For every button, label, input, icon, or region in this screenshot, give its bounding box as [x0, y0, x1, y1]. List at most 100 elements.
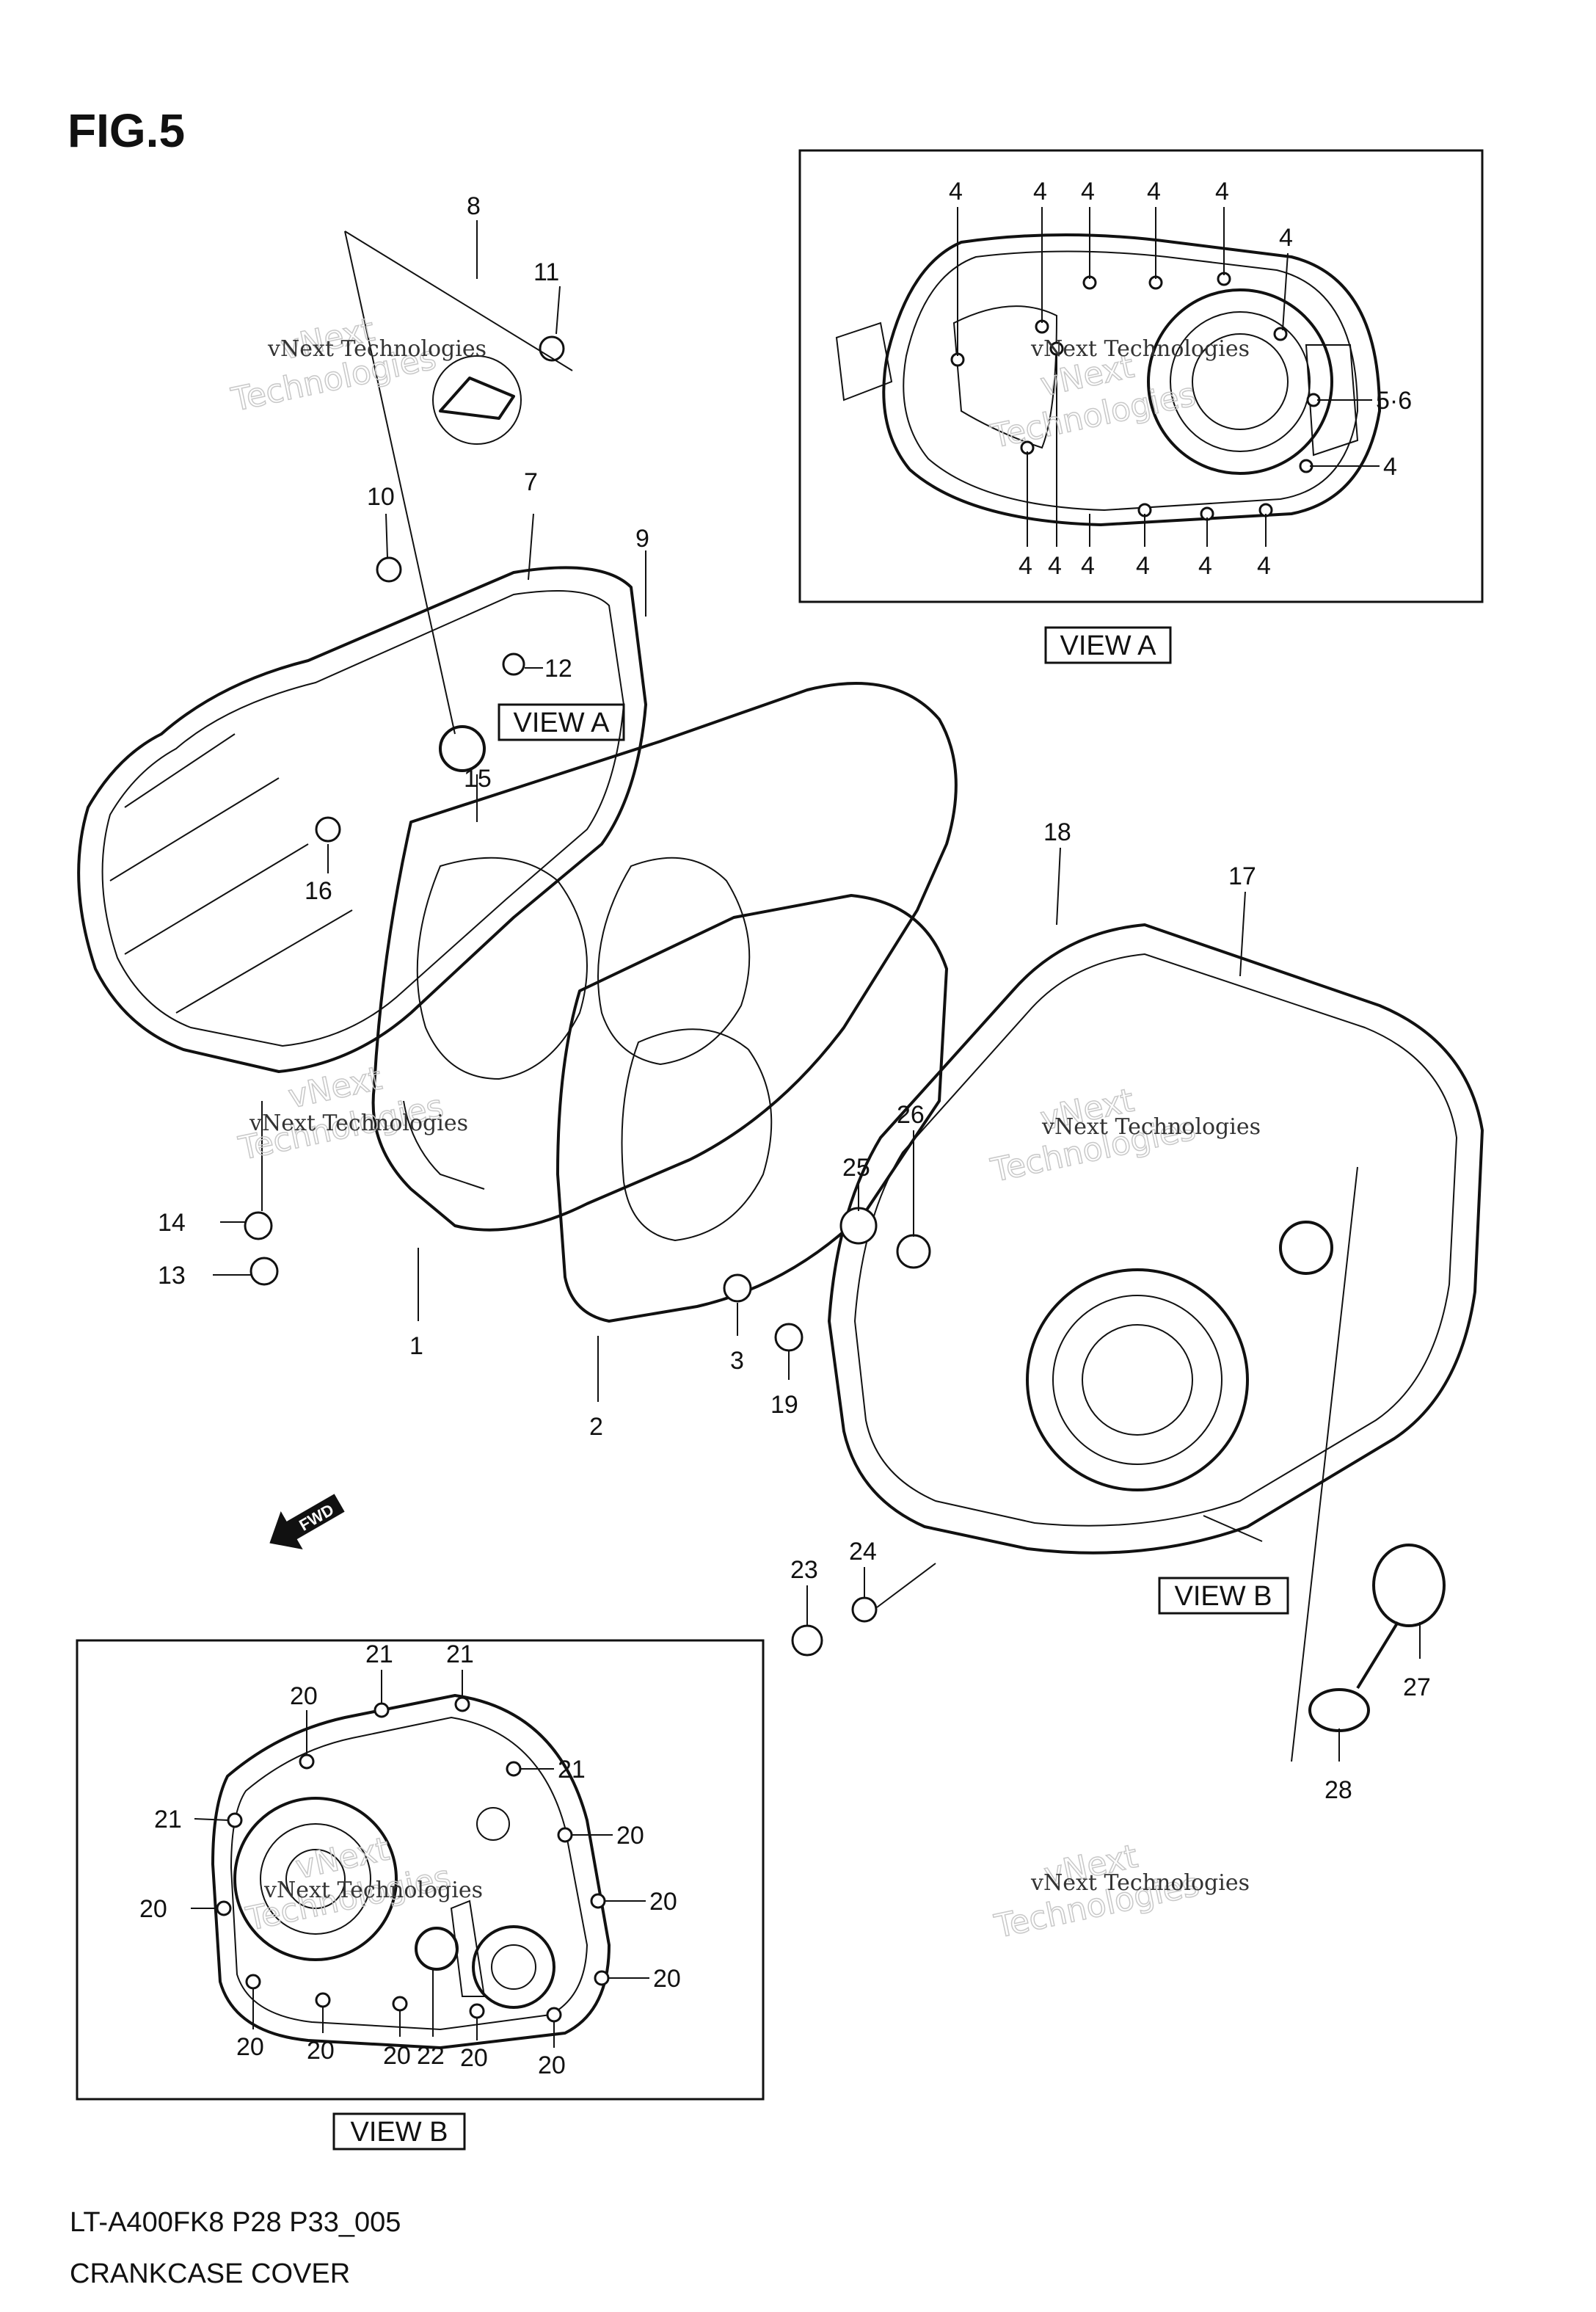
callout-20: 20: [307, 2037, 335, 2065]
callout-22: 22: [417, 2042, 445, 2070]
callout-20: 20: [290, 1682, 318, 1710]
callout-25: 25: [842, 1154, 870, 1182]
callout-7: 7: [524, 468, 538, 496]
watermark-text: vNext Technologies: [267, 336, 487, 362]
callout-21: 21: [154, 1806, 182, 1833]
gasket-2: [556, 894, 948, 1323]
bolt-11: [539, 335, 565, 362]
crankcase-1: [371, 682, 958, 1232]
washer-24: [851, 1596, 878, 1623]
watermark-text: vNext Technologies: [1030, 1870, 1250, 1896]
view-b-label-box: [332, 2112, 466, 2151]
plug-25: [839, 1207, 878, 1245]
callout-5-6: 5·6: [1376, 387, 1412, 415]
callout-20: 20: [139, 1895, 167, 1923]
callout-21: 21: [365, 1640, 393, 1668]
callout-1: 1: [409, 1332, 423, 1360]
plug-16: [315, 816, 341, 843]
callout-4: 4: [1198, 552, 1212, 580]
callout-20: 20: [460, 2044, 488, 2072]
callout-4: 4: [1019, 552, 1032, 580]
callout-14: 14: [158, 1209, 186, 1237]
callout-18: 18: [1043, 818, 1071, 846]
view-b-callouts: 20 21 21 21 21 20 20 20 20 20 20 20 22 2…: [139, 1640, 681, 2079]
oil-filler-cap-27: [1372, 1544, 1446, 1627]
view-a-cover-drawing: [835, 233, 1381, 526]
callout-4: 4: [1215, 178, 1229, 206]
view-b-leader-lines: [191, 1670, 649, 2048]
callout-21: 21: [558, 1756, 586, 1784]
callout-24: 24: [849, 1538, 877, 1566]
callout-15: 15: [464, 765, 492, 793]
callout-19: 19: [770, 1391, 798, 1419]
callout-20: 20: [236, 2033, 264, 2061]
bolt-10: [376, 556, 402, 583]
callout-26: 26: [897, 1101, 925, 1129]
view-b-bolt-markers: [216, 1696, 610, 2023]
bolt-23: [791, 1624, 823, 1657]
callout-11: 11: [533, 258, 559, 286]
callout-9: 9: [635, 525, 649, 553]
callout-12: 12: [544, 655, 572, 683]
callout-4: 4: [1048, 552, 1062, 580]
callout-21: 21: [446, 1640, 474, 1668]
view-a-callouts: 4 4 4 4 4 4 5·6 4 4 4 4 4 4 4: [949, 178, 1412, 580]
callout-13: 13: [158, 1262, 186, 1290]
view-a-leader-lines: [957, 207, 1380, 547]
callout-4: 4: [1081, 552, 1095, 580]
view-b-label: VIEW B: [350, 2117, 448, 2148]
dowel-3: [723, 1273, 752, 1303]
callout-4: 4: [1081, 178, 1095, 206]
small-parts: [244, 335, 1446, 1732]
callout-20: 20: [616, 1822, 644, 1850]
callout-23: 23: [790, 1556, 818, 1584]
bolt-13: [249, 1257, 279, 1286]
figure-title: FIG.5: [68, 104, 185, 157]
callout-27: 27: [1403, 1673, 1431, 1701]
model-code: LT-A400FK8 P28 P33_005: [70, 2207, 401, 2238]
forward-arrow: FWD: [269, 1494, 345, 1549]
callout-4: 4: [949, 178, 963, 206]
view-b-inset-frame: [76, 1639, 765, 2101]
view-b-pointer-box: [1158, 1577, 1289, 1615]
figure-caption: CRANKCASE COVER: [70, 2258, 350, 2289]
callout-20: 20: [653, 1965, 681, 1993]
cap-8: [439, 377, 515, 420]
watermark-text: vNext Technologies: [263, 1877, 483, 1903]
view-a-pointer-box: [498, 703, 625, 741]
callout-20: 20: [383, 2042, 411, 2070]
view-a-label: VIEW A: [1060, 630, 1157, 661]
callout-4: 4: [1136, 552, 1150, 580]
watermark-text: vNext Technologies: [249, 1110, 468, 1136]
crankcase-cover-right-18: [828, 923, 1484, 1555]
callout-4: 4: [1147, 178, 1161, 206]
main-leader-lines: [213, 220, 1421, 1762]
callout-4: 4: [1383, 453, 1397, 481]
dowel-19: [774, 1323, 804, 1352]
view-b-pointer-label: VIEW B: [1174, 1581, 1272, 1612]
crankcase-cover-left-7: [77, 566, 647, 1073]
view-a-pointer-label: VIEW A: [514, 708, 611, 738]
dowel-12: [502, 652, 525, 676]
watermarks: Technologies vNext vNext Technologies Te…: [227, 310, 1261, 1946]
washer-14: [244, 1211, 273, 1240]
watermark-text: vNext Technologies: [1030, 336, 1250, 362]
watermark-text: vNext Technologies: [1041, 1114, 1261, 1140]
callout-4: 4: [1257, 552, 1271, 580]
callout-28: 28: [1324, 1776, 1352, 1804]
view-a-label-box: [1044, 626, 1172, 664]
view-a-inset-frame: [798, 149, 1484, 603]
callout-16: 16: [305, 877, 332, 905]
o-ring-26: [896, 1234, 931, 1269]
callout-20: 20: [649, 1888, 677, 1916]
callout-2: 2: [589, 1413, 603, 1441]
callout-4: 4: [1279, 224, 1293, 252]
callout-8: 8: [467, 192, 481, 220]
callout-3: 3: [730, 1347, 744, 1375]
callout-10: 10: [367, 483, 395, 511]
callout-4: 4: [1033, 178, 1047, 206]
callout-20: 20: [538, 2051, 566, 2079]
main-callouts: 8 11 10 7 9 12 15 16 14 13 1 2 3 19 18 1…: [158, 192, 1431, 1804]
o-ring-28: [1308, 1688, 1370, 1732]
